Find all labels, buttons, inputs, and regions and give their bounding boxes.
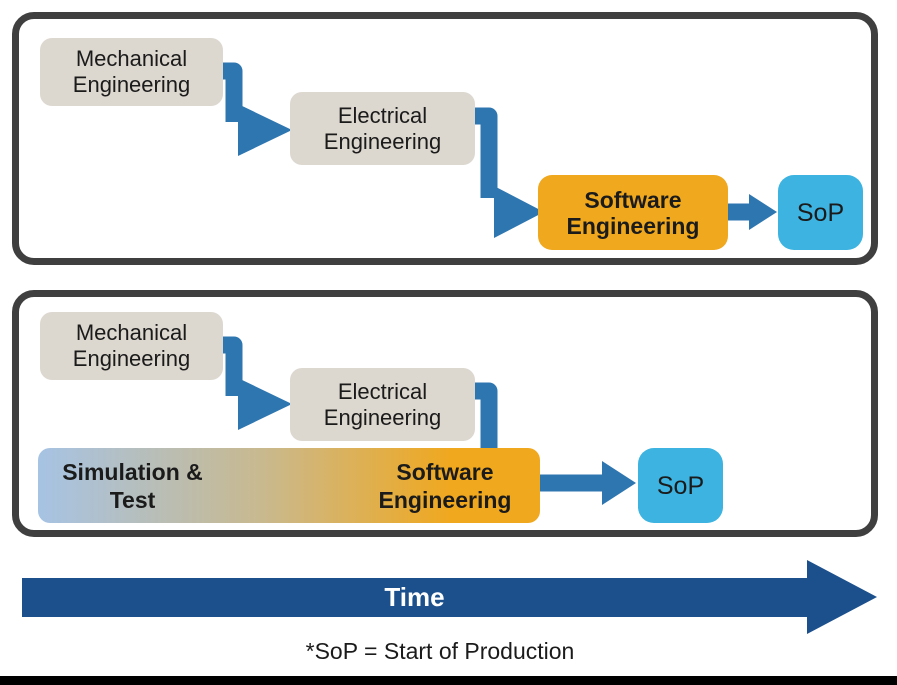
- box-mechanical-engineering-top: Mechanical Engineering: [40, 38, 223, 106]
- panel-sequential-process: [12, 12, 878, 265]
- bottom-black-bar: [0, 676, 897, 685]
- box-electrical-engineering-top: Electrical Engineering: [290, 92, 475, 165]
- sop-footnote: *SoP = Start of Production: [305, 638, 575, 664]
- bar-label-software-engineering: Software Engineering: [378, 458, 512, 513]
- time-arrow-label: Time: [384, 582, 445, 612]
- box-sop-top: SoP: [778, 175, 863, 250]
- box-software-engineering-top: Software Engineering: [538, 175, 728, 250]
- simulation-software-gradient-bar: Simulation & Test Software Engineering: [38, 448, 540, 523]
- box-electrical-engineering-bottom: Electrical Engineering: [290, 368, 475, 441]
- box-mechanical-engineering-bottom: Mechanical Engineering: [40, 312, 223, 380]
- time-arrow-head: [807, 560, 877, 634]
- panel-parallel-process: [12, 290, 878, 537]
- bar-label-simulation-test: Simulation & Test: [62, 458, 203, 513]
- box-sop-bottom: SoP: [638, 448, 723, 523]
